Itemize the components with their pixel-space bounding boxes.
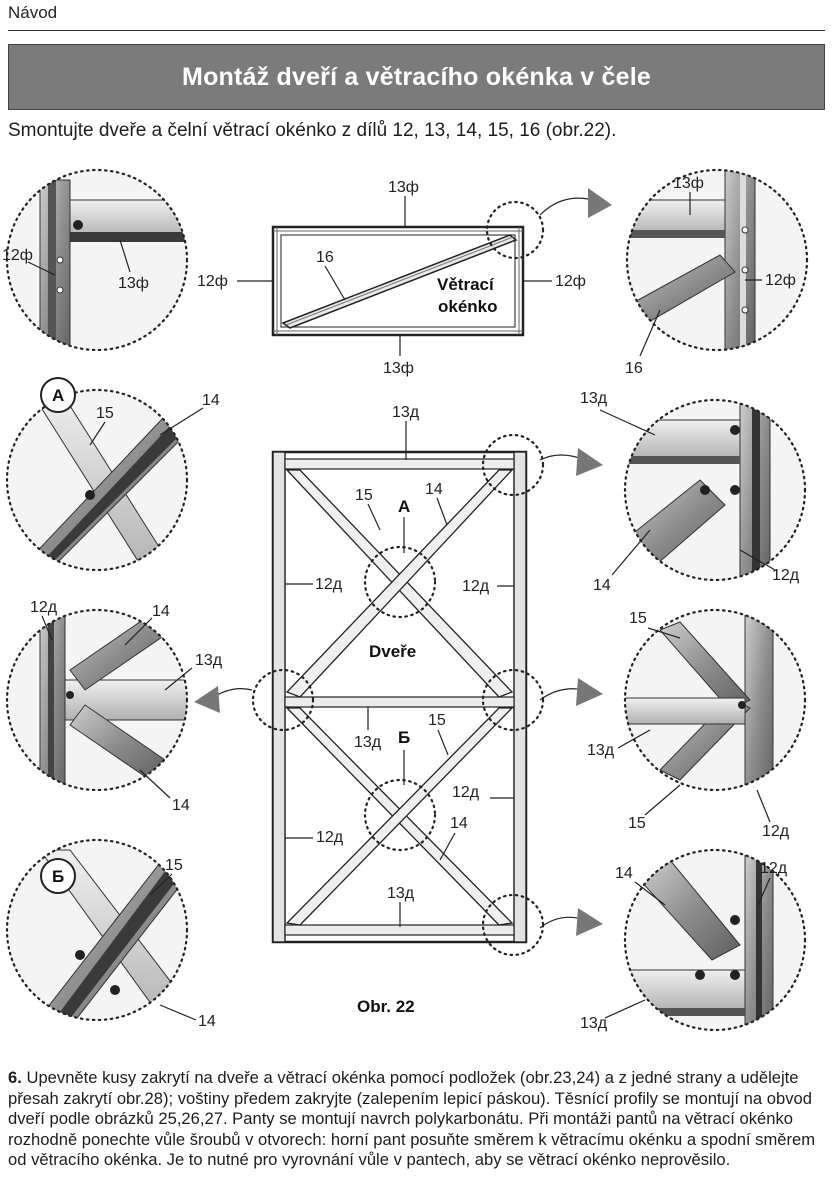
label-12f-right: 12ф bbox=[555, 273, 586, 290]
label-12d-detail8: 12д bbox=[760, 860, 788, 877]
label-13d-detail5: 13д bbox=[195, 652, 223, 669]
label-12d-door-right-lower: 12д bbox=[452, 784, 480, 801]
label-14-door-lower: 14 bbox=[450, 815, 468, 832]
label-14-detail3: 14 bbox=[202, 392, 220, 409]
label-13d-door-mid: 13д bbox=[354, 734, 382, 751]
vent-window-label-2: okénko bbox=[438, 297, 498, 316]
label-15-door-lower: 15 bbox=[428, 712, 446, 729]
label-13d-detail4: 13д bbox=[580, 390, 608, 407]
vent-window-frame bbox=[271, 225, 525, 337]
detail-corner-door-bottom bbox=[625, 850, 805, 1030]
intro-text: Smontujte dveře a čelní větrací okénko z… bbox=[8, 120, 617, 141]
label-14-detail5-bottom: 14 bbox=[172, 797, 190, 814]
detail-crossing-a bbox=[7, 390, 187, 570]
arrow-icon bbox=[588, 188, 612, 218]
label-12f-detail2: 12ф bbox=[765, 272, 796, 289]
label-13f-detail1: 13ф bbox=[118, 275, 149, 292]
assembly-figure: 13ф 13ф 12ф 12ф 16 Větrací okénko 12ф 13… bbox=[2, 168, 809, 1032]
detail-corner-12f-13f bbox=[7, 170, 187, 350]
detail-ring-door-mid-right bbox=[481, 668, 545, 732]
label-12f-detail1: 12ф bbox=[2, 247, 33, 264]
label-14-detail4: 14 bbox=[593, 577, 611, 594]
detail-corner-16 bbox=[627, 170, 807, 350]
label-13d-detail8: 13д bbox=[580, 1015, 608, 1032]
label-12d-detail4: 12д bbox=[772, 567, 800, 584]
label-12d-detail6: 12д bbox=[762, 823, 790, 840]
label-13f-detail2: 13ф bbox=[673, 175, 704, 192]
marker-a-circle bbox=[40, 377, 76, 413]
marker-a-detail: A bbox=[52, 386, 64, 405]
marker-b-door: Б bbox=[398, 728, 410, 747]
detail-ring-door-bottom-right bbox=[481, 893, 545, 957]
label-12f-left: 12ф bbox=[197, 273, 228, 290]
marker-a-door: A bbox=[398, 497, 410, 516]
page-title: Montáž dveří a větracího okénka v čele bbox=[182, 62, 651, 91]
detail-corner-door-mid-left bbox=[7, 610, 187, 790]
detail-ring-a bbox=[363, 545, 437, 619]
arrow-icon bbox=[576, 448, 603, 476]
label-12d-door-right-upper: 12д bbox=[462, 578, 490, 595]
step-number: 6. bbox=[8, 1068, 22, 1087]
label-14-detail5-top: 14 bbox=[152, 603, 170, 620]
instructions-paragraph: 6. Upevněte kusy zakrytí na dveře a větr… bbox=[8, 1068, 826, 1171]
step-text: Upevněte kusy zakrytí na dveře a větrací… bbox=[8, 1068, 816, 1170]
door-label: Dveře bbox=[369, 642, 416, 661]
label-14-door-upper: 14 bbox=[425, 481, 443, 498]
detail-ring-door-mid-left bbox=[251, 668, 315, 732]
label-15-detail6-bottom: 15 bbox=[628, 815, 646, 832]
title-bar: Montáž dveří a větracího okénka v čele bbox=[8, 44, 825, 110]
header-rule bbox=[8, 30, 825, 31]
detail-joint-door-mid-right bbox=[625, 610, 805, 790]
arrow-icon bbox=[576, 908, 603, 936]
label-13d-detail6: 13д bbox=[587, 742, 615, 759]
label-13f-top: 13ф bbox=[388, 179, 419, 196]
figure-caption: Obr. 22 bbox=[357, 997, 415, 1016]
label-15-detail3: 15 bbox=[96, 405, 114, 422]
door-frame bbox=[271, 450, 528, 944]
arrow-icon bbox=[194, 686, 220, 713]
label-16: 16 bbox=[316, 249, 334, 266]
detail-ring-door-top-right bbox=[481, 433, 545, 497]
label-16-detail2: 16 bbox=[625, 360, 643, 377]
detail-ring-b bbox=[363, 778, 437, 852]
label-12d-door-left-lower: 12д bbox=[316, 829, 344, 846]
label-12d-door-left-upper: 12д bbox=[315, 576, 343, 593]
detail-corner-door-top bbox=[625, 400, 805, 580]
marker-b-detail: Б bbox=[52, 867, 64, 886]
label-13d-door-top: 13д bbox=[392, 404, 420, 421]
marker-b-circle bbox=[40, 858, 76, 894]
detail-ring-vent bbox=[485, 200, 545, 260]
detail-crossing-b bbox=[7, 840, 187, 1020]
label-15-detail6-top: 15 bbox=[629, 610, 647, 627]
header-label: Návod bbox=[8, 3, 58, 22]
label-15-door-upper: 15 bbox=[355, 487, 373, 504]
label-15-detail7: 15 bbox=[165, 857, 183, 874]
label-14-detail8: 14 bbox=[615, 865, 633, 882]
label-14-detail7: 14 bbox=[198, 1013, 216, 1030]
vent-window-label-1: Větrací bbox=[437, 275, 495, 294]
label-12d-detail5: 12д bbox=[30, 599, 58, 616]
label-13d-door-bottom: 13д bbox=[387, 885, 415, 902]
arrow-icon bbox=[576, 678, 603, 706]
label-13f-bottom: 13ф bbox=[383, 360, 414, 377]
